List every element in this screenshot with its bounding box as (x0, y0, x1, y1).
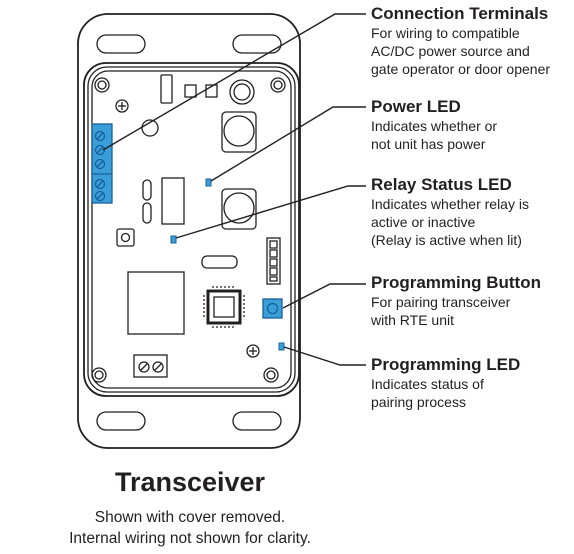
caption-line: Shown with cover removed. (94, 509, 286, 526)
board-screw-bottom (246, 344, 260, 358)
leader-programming-button (282, 283, 366, 309)
corner-screw-bottom-right (263, 367, 279, 383)
callout-description: For wiring to compatible AC/DC power sou… (371, 24, 574, 78)
callout-desc-line: Indicates whether relay is (371, 196, 529, 212)
callout-desc-line: For wiring to compatible (371, 25, 520, 41)
programming-button[interactable] (262, 298, 283, 319)
callout-title: Power LED (371, 97, 461, 116)
callout-title: Relay Status LED (371, 175, 512, 194)
leader-relay-status-led (175, 185, 366, 239)
microcontroller-chip (203, 286, 245, 328)
callout-desc-line: gate operator or door opener (371, 61, 551, 77)
callout-desc-line: not unit has power (371, 136, 486, 152)
callout-desc-line: Indicates whether or (371, 118, 498, 134)
callout-programming-led: Programming LED Indicates status of pair… (371, 355, 574, 411)
callout-desc-line: For pairing transceiver (371, 294, 511, 310)
leader-programming-led (283, 346, 366, 366)
corner-screw-top-right (270, 77, 286, 93)
callout-desc-line: AC/DC power source and (371, 43, 530, 59)
leader-connection-terminals (102, 13, 366, 151)
caption-title: Transceiver (114, 467, 266, 497)
callout-connection-terminals: Connection Terminals For wiring to compa… (371, 4, 574, 78)
enclosure-flange (77, 13, 301, 449)
callout-description: Indicates whether or not unit has power (371, 117, 574, 153)
corner-screw-bottom-left (91, 367, 107, 383)
enclosure-housing (83, 62, 300, 397)
callout-description: Indicates whether relay is active or ina… (371, 195, 574, 249)
connection-terminals (91, 123, 113, 204)
callout-title: Programming LED (371, 355, 521, 374)
callout-title: Programming Button (371, 273, 541, 292)
callout-desc-line: (Relay is active when lit) (371, 232, 522, 248)
callout-desc-line: Indicates status of (371, 376, 484, 392)
corner-screw-top-left (94, 77, 110, 93)
callout-description: For pairing transceiver with RTE unit (371, 293, 574, 329)
relay-status-led (170, 235, 177, 244)
programming-led (278, 342, 285, 351)
callout-desc-line: pairing process (371, 394, 466, 410)
callout-description: Indicates status of pairing process (371, 375, 574, 411)
leader-power-led (210, 106, 366, 182)
callout-leader-lines (102, 13, 366, 366)
board-screw-top (115, 99, 129, 113)
callout-power-led: Power LED Indicates whether or not unit … (371, 97, 574, 153)
callout-title: Connection Terminals (371, 4, 549, 23)
callout-desc-line: with RTE unit (371, 312, 454, 328)
board-components (116, 74, 281, 378)
callout-desc-line: active or inactive (371, 214, 476, 230)
power-led (205, 178, 212, 187)
callout-programming-button: Programming Button For pairing transceiv… (371, 273, 574, 329)
callout-relay-status-led: Relay Status LED Indicates whether relay… (371, 175, 574, 249)
caption-line: Internal wiring not shown for clarity. (69, 530, 311, 547)
